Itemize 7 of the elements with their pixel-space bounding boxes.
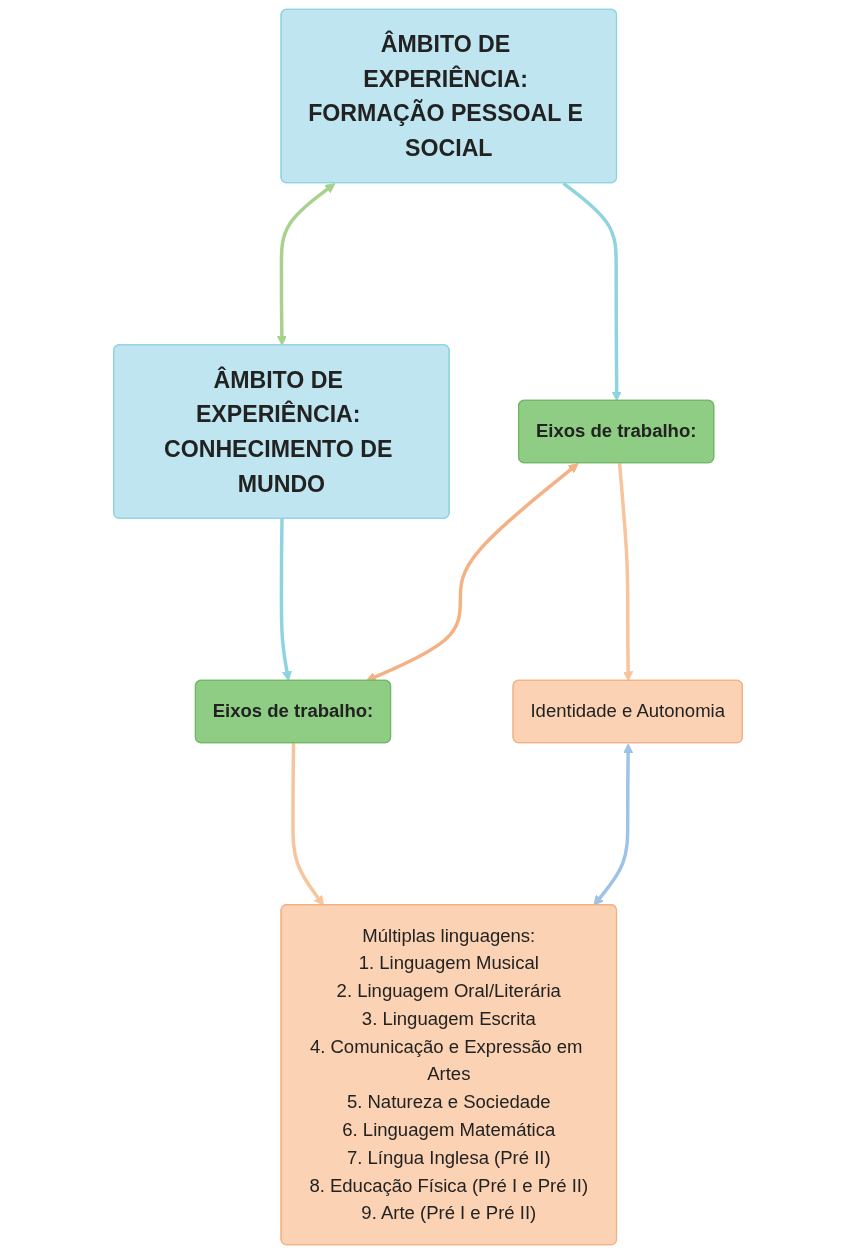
arrow [366, 463, 579, 682]
arrow [562, 181, 622, 402]
arrow [593, 743, 634, 906]
arrow [276, 183, 336, 346]
arrow [291, 743, 324, 906]
arrow [279, 518, 292, 682]
arrow [617, 463, 634, 682]
